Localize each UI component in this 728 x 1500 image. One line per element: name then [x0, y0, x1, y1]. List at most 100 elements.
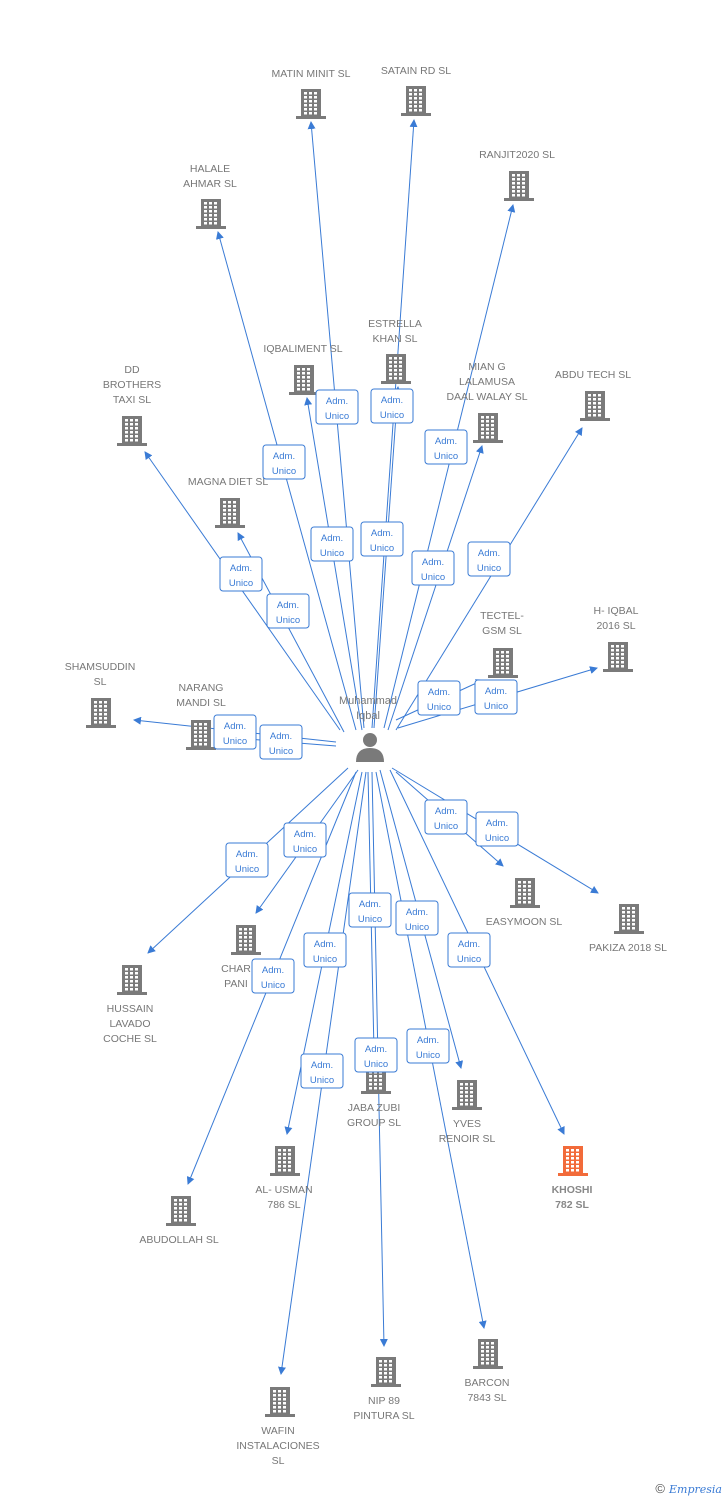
- company-label: KHOSHI: [552, 1184, 593, 1196]
- building-icon: [296, 89, 326, 119]
- role-label: Adm.: [485, 686, 507, 697]
- company-node-h-iqbal[interactable]: H- IQBAL 2016 SL: [594, 605, 639, 672]
- building-icon: [186, 720, 216, 750]
- company-node-pakiza[interactable]: PAKIZA 2018 SL: [589, 904, 667, 954]
- role-label: Unico: [421, 572, 445, 583]
- company-node-easymoon[interactable]: EASYMOON SL: [486, 878, 563, 928]
- company-node-abdu-tech[interactable]: ABDU TECH SL: [555, 369, 631, 421]
- company-node-matin-minit[interactable]: MATIN MINIT SL: [272, 68, 351, 119]
- role-label: Adm.: [273, 451, 295, 462]
- company-label: GROUP SL: [347, 1117, 401, 1129]
- company-label: MANDI SL: [176, 697, 226, 709]
- company-node-halale-ahmar[interactable]: HALALE AHMAR SL: [183, 163, 237, 229]
- edge-estrella-khan: [373, 386, 402, 729]
- building-icon: [231, 925, 261, 955]
- edge-abdu-tech: [395, 427, 583, 731]
- company-label: GSM SL: [482, 625, 522, 637]
- company-label: BARCON: [465, 1377, 510, 1389]
- company-label: IQBALIMENT SL: [263, 343, 342, 355]
- role-label: Unico: [358, 914, 382, 925]
- company-label: KHAN SL: [373, 333, 418, 345]
- building-icon: [452, 1080, 482, 1110]
- role-label: Adm.: [417, 1035, 439, 1046]
- company-label: SL: [94, 676, 107, 688]
- company-label: ABDU TECH SL: [555, 369, 631, 381]
- company-label: SL: [272, 1455, 285, 1467]
- building-icon: [196, 199, 226, 229]
- role-label: Unico: [484, 701, 508, 712]
- company-label: WAFIN: [261, 1425, 294, 1437]
- role-label: Adm.: [371, 528, 393, 539]
- role-label: Unico: [434, 821, 458, 832]
- company-label: HUSSAIN: [107, 1003, 154, 1015]
- company-node-magna-diet[interactable]: MAGNA DIET SL: [188, 476, 268, 528]
- company-label: H- IQBAL: [594, 605, 639, 617]
- company-label: BROTHERS: [103, 379, 161, 391]
- role-label: Unico: [477, 563, 501, 574]
- company-label: PAKIZA 2018 SL: [589, 942, 667, 954]
- edge-satain-rd: [371, 119, 418, 729]
- building-icon: [401, 86, 431, 116]
- role-label: Adm.: [262, 965, 284, 976]
- company-label: 786 SL: [267, 1199, 300, 1211]
- company-label: MATIN MINIT SL: [272, 68, 351, 80]
- company-label: HALALE: [190, 163, 230, 175]
- building-icon: [270, 1146, 300, 1176]
- edge-matin-minit: [307, 121, 365, 729]
- role-badge: Adm.Unico: [360, 521, 404, 557]
- company-label: EASYMOON SL: [486, 916, 563, 928]
- role-label: Unico: [320, 548, 344, 559]
- building-icon: [473, 1339, 503, 1369]
- role-badge: Adm.Unico: [213, 714, 257, 750]
- company-label: AL- USMAN: [255, 1184, 312, 1196]
- company-node-khoshi[interactable]: KHOSHI 782 SL: [552, 1146, 593, 1211]
- building-icon: [117, 965, 147, 995]
- role-label: Unico: [229, 578, 253, 589]
- company-label: AHMAR SL: [183, 178, 237, 190]
- building-icon: [166, 1196, 196, 1226]
- company-label: 2016 SL: [596, 620, 635, 632]
- company-label: 782 SL: [555, 1199, 589, 1211]
- building-icon: [86, 698, 116, 728]
- role-badge: Adm.Unico: [310, 526, 354, 562]
- role-label: Adm.: [478, 548, 500, 559]
- building-icon: [289, 365, 319, 395]
- company-node-iqbaliment[interactable]: IQBALIMENT SL: [263, 343, 343, 395]
- role-label: Adm.: [381, 395, 403, 406]
- role-label: Unico: [457, 954, 481, 965]
- role-badge: Adm. Unico: [467, 541, 511, 577]
- company-label: SATAIN RD SL: [381, 65, 451, 77]
- role-badge: Adm.Unico: [424, 799, 468, 835]
- edge-iqbaliment: [304, 397, 363, 731]
- company-node-tectel-gsm[interactable]: TECTEL-GSM SL: [480, 610, 524, 678]
- role-label: Unico: [313, 954, 337, 965]
- building-icon: [614, 904, 644, 934]
- role-badge: Adm.Unico: [475, 811, 519, 847]
- edge-halale-ahmar: [216, 231, 357, 731]
- company-node-satain-rd[interactable]: SATAIN RD SL: [381, 65, 451, 116]
- building-icon: [265, 1387, 295, 1417]
- building-icon: [371, 1357, 401, 1387]
- company-node-abudollah[interactable]: ABUDOLLAH SL: [139, 1196, 219, 1246]
- company-node-al-usman[interactable]: AL- USMAN 786 SL: [255, 1146, 313, 1211]
- role-badge: Adm.Unico: [219, 556, 263, 592]
- role-label: Unico: [485, 833, 509, 844]
- company-node-ranjit2020[interactable]: RANJIT2020 SL: [479, 149, 555, 201]
- footer-brand[interactable]: ©Empresia: [655, 1481, 722, 1496]
- building-icon: [603, 642, 633, 672]
- role-label: Adm.: [326, 396, 348, 407]
